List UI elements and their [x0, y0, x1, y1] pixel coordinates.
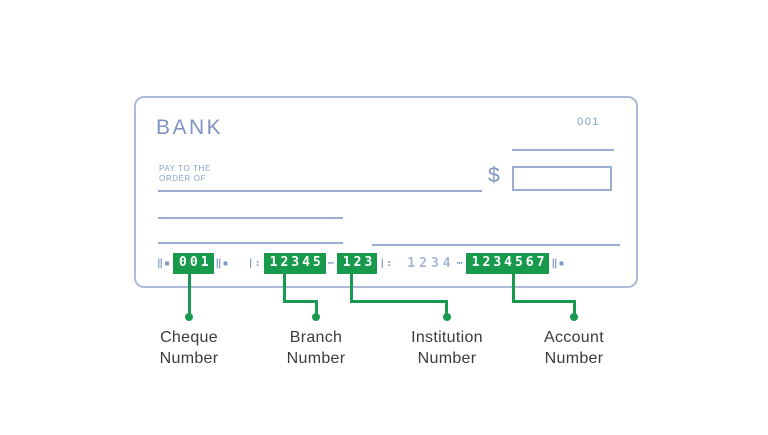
micr-unhighlighted-number: 1234	[407, 255, 455, 271]
connector-institution-number	[350, 300, 448, 303]
signature-line-left	[158, 242, 343, 244]
connector-dot-cheque	[185, 313, 193, 321]
connector-account-number	[512, 300, 576, 303]
connector-account-number	[573, 300, 576, 317]
dollar-sign: $	[488, 164, 500, 187]
connector-account-number	[512, 271, 515, 303]
amount-box	[512, 166, 612, 191]
signature-line-right	[372, 244, 620, 246]
bank-name: BANK	[156, 116, 224, 139]
connector-dot-account	[570, 313, 578, 321]
connector-dot-branch	[312, 313, 320, 321]
micr-account-number: 1234567	[465, 252, 550, 274]
pay-to-order-label: PAY TO THE ORDER OF	[159, 164, 211, 183]
micr-onus-icon: ‖▪	[215, 257, 230, 269]
micr-branch-number: 12345	[263, 252, 326, 274]
micr-dash-icon: ⋯	[456, 257, 464, 269]
connector-branch-number	[283, 271, 286, 303]
micr-transit-icon: |:	[379, 257, 394, 269]
date-line	[512, 149, 614, 151]
label-cheque-number: Cheque Number	[159, 329, 219, 367]
micr-dash-icon: ⋯	[327, 257, 335, 269]
connector-institution-number	[445, 300, 448, 317]
micr-transit-icon: |:	[247, 257, 262, 269]
label-branch-number: Branch Number	[286, 329, 346, 367]
memo-line	[158, 217, 343, 219]
connector-dot-institution	[443, 313, 451, 321]
cheque: BANK 001 PAY TO THE ORDER OF $ ‖▪ 001 ‖▪…	[134, 96, 638, 288]
label-institution-number: Institution Number	[411, 329, 483, 367]
connector-institution-number	[350, 271, 353, 303]
payee-line	[158, 190, 482, 192]
micr-onus-icon: ‖▪	[157, 257, 172, 269]
label-account-number: Account Number	[544, 329, 604, 367]
micr-institution-number: 123	[336, 252, 378, 274]
top-cheque-number: 001	[577, 116, 600, 128]
connector-cheque-number	[188, 271, 191, 317]
connector-branch-number	[315, 300, 318, 317]
connector-branch-number	[283, 300, 318, 303]
micr-onus-icon: ‖▪	[551, 257, 566, 269]
micr-cheque-number: 001	[173, 252, 214, 274]
micr-line: ‖▪ 001 ‖▪ |: 12345 ⋯ 123 |: 1234 ⋯ 12345…	[155, 252, 568, 274]
